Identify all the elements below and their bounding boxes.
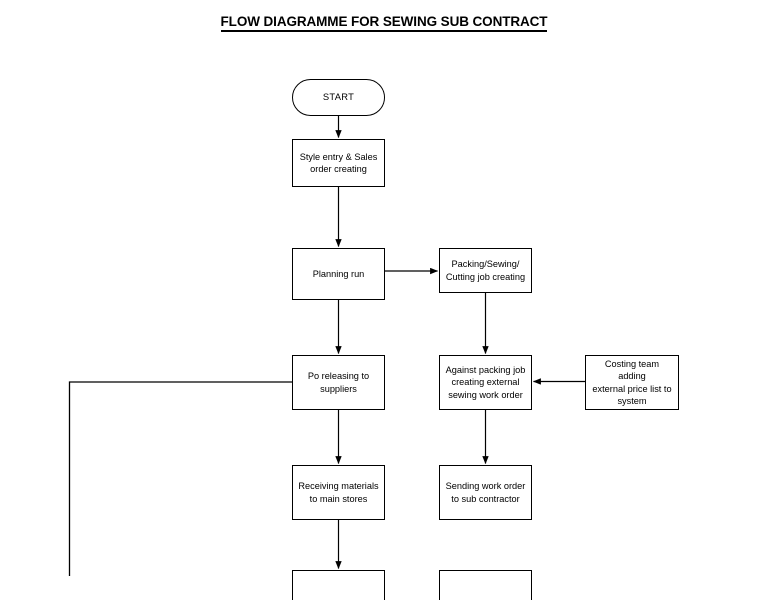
node-receiving-materials-label: Receiving materials to main stores — [298, 481, 379, 504]
node-external-work-order[interactable]: Against packing job creating external se… — [439, 355, 532, 410]
node-start[interactable]: START — [292, 79, 385, 116]
node-sending-work-order-label: Sending work order to sub contractor — [445, 481, 526, 504]
node-costing-team[interactable]: Costing team adding external price list … — [585, 355, 679, 410]
connector-po-releasing-feedback-loop — [68, 381, 292, 576]
node-bottom-right-clipped[interactable] — [439, 570, 532, 600]
node-sending-work-order[interactable]: Sending work order to sub contractor — [439, 465, 532, 520]
node-external-work-order-label: Against packing job creating external se… — [445, 364, 526, 400]
node-planning-run[interactable]: Planning run — [292, 248, 385, 300]
node-start-label: START — [322, 91, 355, 103]
page-title-text: FLOW DIAGRAMME FOR SEWING SUB CONTRACT — [220, 14, 548, 32]
flow-diagram-canvas: FLOW DIAGRAMME FOR SEWING SUB CONTRACT — [0, 14, 768, 600]
node-style-entry-label: Style entry & Sales order creating — [299, 151, 378, 175]
node-job-creating[interactable]: Packing/Sewing/ Cutting job creating — [439, 248, 532, 293]
node-po-releasing-label: Po releasing to suppliers — [307, 371, 370, 394]
node-receiving-materials[interactable]: Receiving materials to main stores — [292, 465, 385, 520]
node-planning-run-label: Planning run — [312, 268, 365, 279]
node-job-creating-label: Packing/Sewing/ Cutting job creating — [445, 259, 526, 282]
node-po-releasing[interactable]: Po releasing to suppliers — [292, 355, 385, 410]
node-costing-team-label: Costing team adding external price list … — [592, 358, 672, 407]
page-title: FLOW DIAGRAMME FOR SEWING SUB CONTRACT — [0, 14, 768, 32]
node-style-entry[interactable]: Style entry & Sales order creating — [292, 139, 385, 187]
node-bottom-left-clipped[interactable] — [292, 570, 385, 600]
